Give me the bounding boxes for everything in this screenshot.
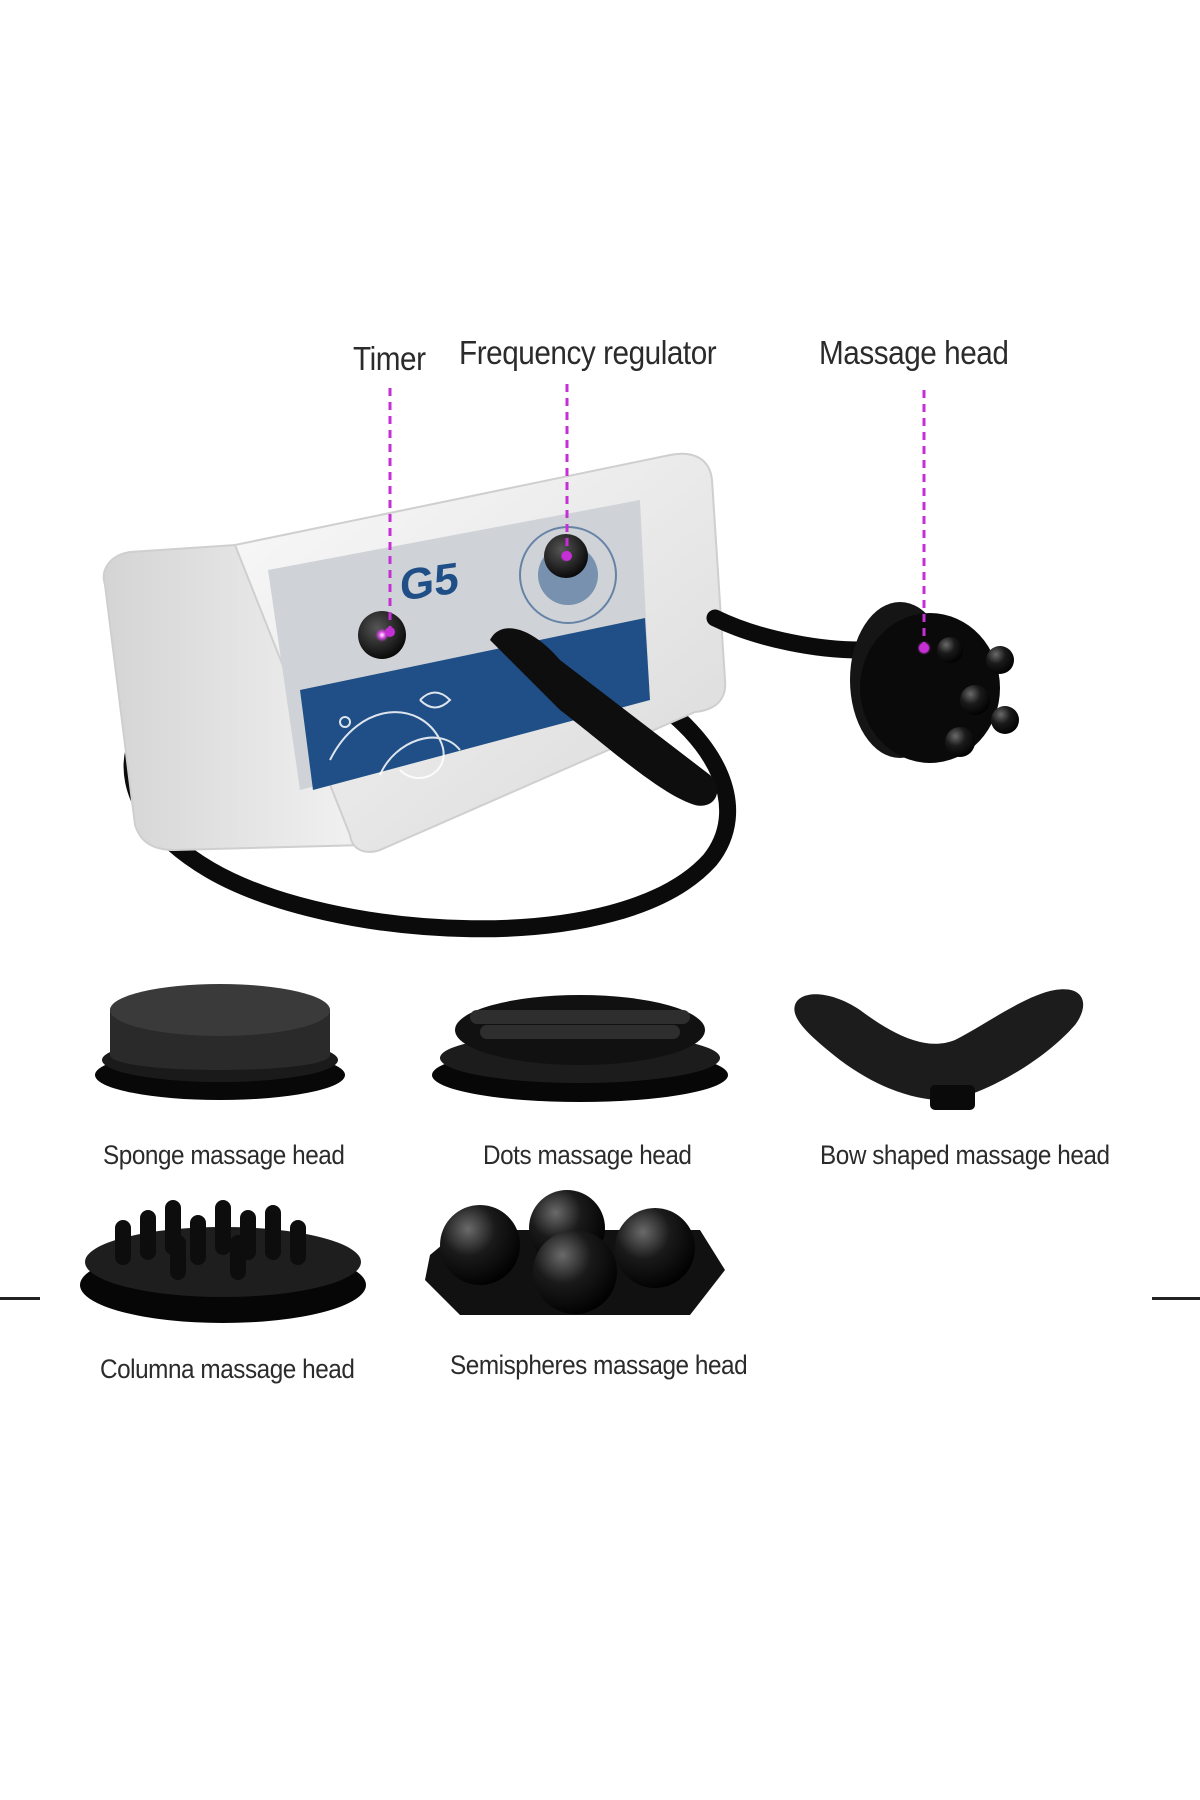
dots-head: [432, 995, 728, 1102]
edge-mark-left: [0, 1297, 40, 1300]
caption-dots: Dots massage head: [483, 1140, 692, 1170]
attached-massage-head: [850, 602, 1019, 763]
caption-columna: Columna massage head: [100, 1354, 355, 1384]
edge-mark-right: [1152, 1297, 1200, 1300]
panel-blue-band: [300, 618, 650, 790]
caption-bow: Bow shaped massage head: [820, 1140, 1110, 1170]
caption-semispheres: Semispheres massage head: [450, 1350, 748, 1380]
sponge-head: [95, 984, 345, 1100]
bow-head: [794, 989, 1084, 1110]
callout-lines: [388, 384, 926, 648]
handle-grip: [490, 628, 718, 806]
callout-frequency-regulator: Frequency regulator: [459, 334, 717, 371]
floral-decoration: [329, 691, 461, 780]
callout-timer: Timer: [353, 340, 426, 377]
caption-sponge: Sponge massage head: [103, 1140, 345, 1170]
model-logo: G5: [400, 554, 459, 611]
callout-massage-head: Massage head: [819, 334, 1009, 371]
columna-head: [80, 1200, 366, 1323]
semispheres-head: [425, 1190, 725, 1315]
